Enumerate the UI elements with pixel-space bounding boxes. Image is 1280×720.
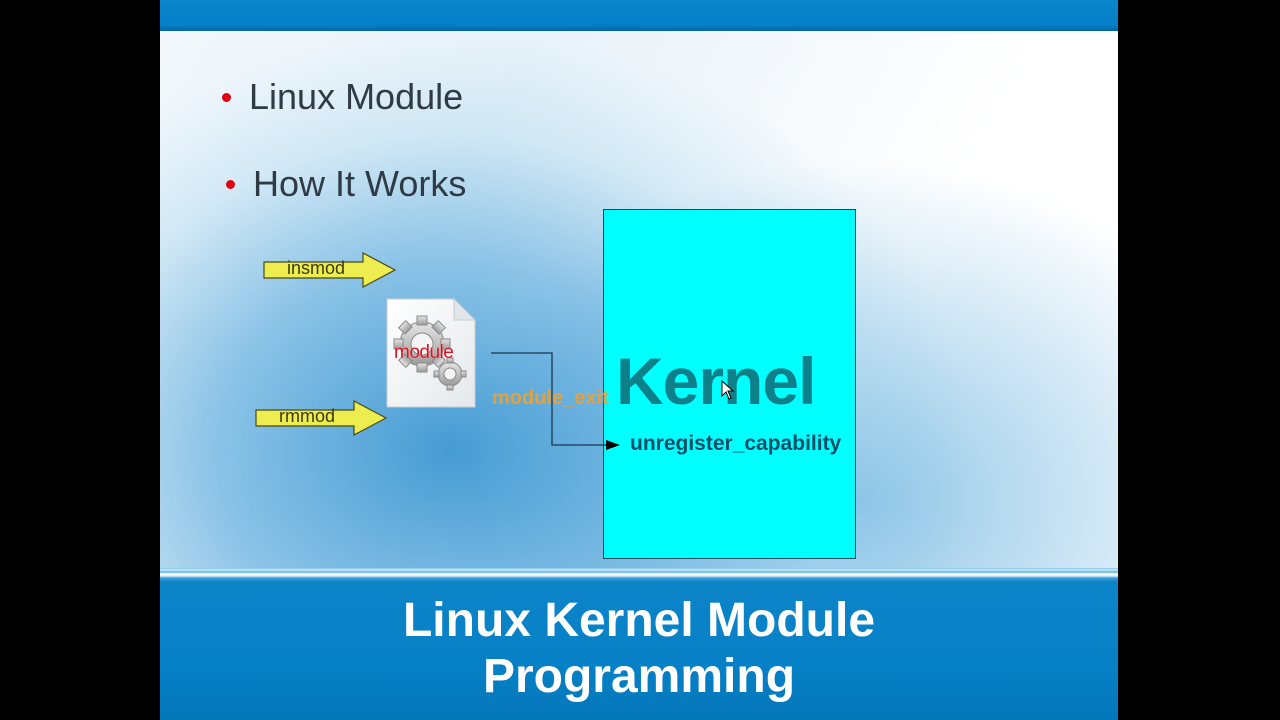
footer-title-line1: Linux Kernel Module xyxy=(402,594,876,647)
gear-document-icon xyxy=(386,297,477,408)
unregister-capability-label: unregister_capability xyxy=(630,432,842,455)
rmmod-arrow: rmmod xyxy=(255,400,389,436)
footer-title-line2: Programming xyxy=(482,650,796,703)
mouse-cursor-icon xyxy=(721,380,735,400)
bullet-dot-icon xyxy=(226,179,235,189)
bullet-how-it-works: How It Works xyxy=(226,163,466,205)
kernel-box xyxy=(603,209,856,559)
module-file-label: module xyxy=(394,342,454,363)
rmmod-label: rmmod xyxy=(279,406,336,426)
footer-title-band: Linux Kernel Module Programming xyxy=(160,582,1118,720)
connector-arrow-icon xyxy=(491,352,620,450)
module-file-icon xyxy=(386,297,477,408)
right-arrow-icon xyxy=(255,400,388,436)
insmod-arrow: insmod xyxy=(263,252,397,288)
bullet-text: How It Works xyxy=(253,163,467,204)
slide: Linux Module How It Works insmod rmmod xyxy=(160,0,1118,720)
top-header-band xyxy=(160,0,1118,31)
right-arrow-icon xyxy=(263,252,397,288)
module-exit-label: module_exit xyxy=(492,387,609,409)
footer-separator-lines xyxy=(160,568,1118,582)
bullet-dot-icon xyxy=(222,92,231,102)
bullet-text: Linux Module xyxy=(249,76,464,117)
insmod-label: insmod xyxy=(287,258,346,278)
bullet-linux-module: Linux Module xyxy=(222,76,463,118)
kernel-title: Kernel xyxy=(616,344,816,418)
